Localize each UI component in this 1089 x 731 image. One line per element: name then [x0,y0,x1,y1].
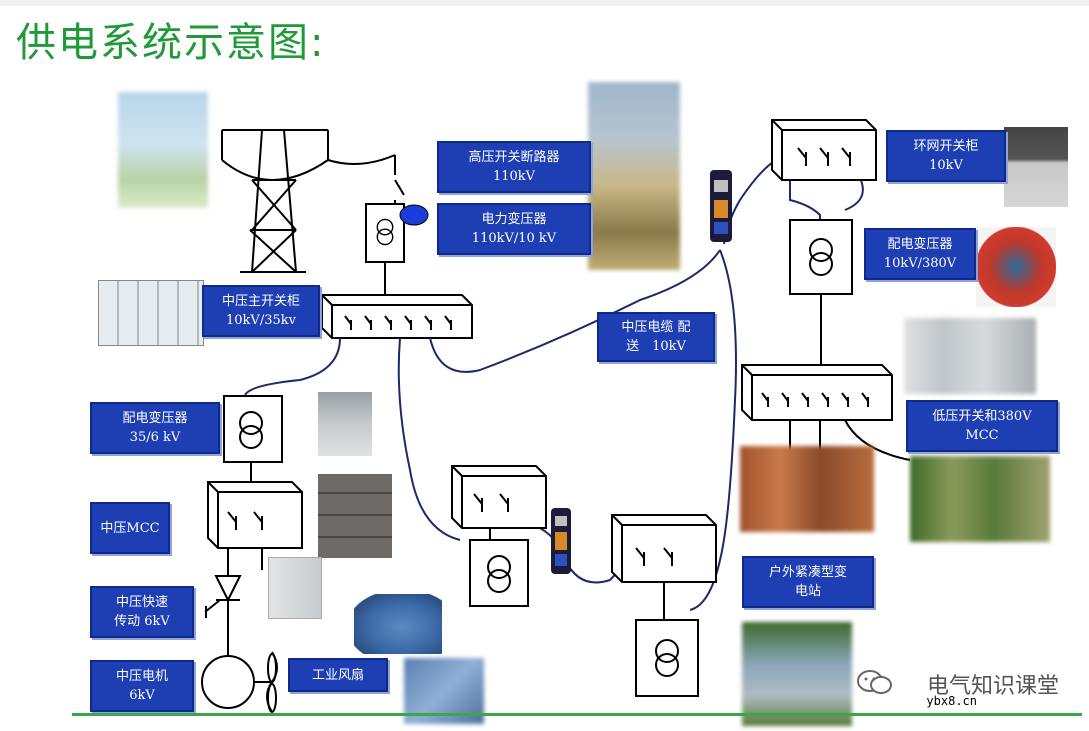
thyristor-symbol [204,575,242,660]
dist-transformer-35kv-symbol [223,395,283,482]
mv-motor-symbol [201,651,278,713]
cable-icon-bottom [551,508,571,574]
ring-main-unit [771,119,877,181]
motor-panel-photo-1 [740,446,874,532]
mcc-cabinet-photo [318,474,392,558]
center-transformer-symbol [469,539,529,607]
label-industrial-fan: 工业风扇 [288,658,388,692]
dist-transformer-380v-symbol [789,219,853,365]
tower-photo [118,92,208,208]
outdoor-substation-photo [742,622,852,726]
cable-icon-top [710,170,732,242]
motor-panel-photo-2 [910,456,1050,542]
label-mv-mcc: 中压MCC [90,502,170,554]
hv-breaker-photo [588,82,680,270]
lv-busbar [741,364,893,421]
watermark-text: 电气知识课堂 [926,674,1059,699]
outdoor-transformer-symbol [635,619,699,697]
center-switch-box [451,465,547,529]
wechat-icon [857,670,892,694]
mv-mcc-box [207,481,303,549]
transmission-tower [221,129,405,273]
ring-switch-photo [1004,127,1068,207]
site-url: ybx8.cn [926,694,977,708]
motor-photo [354,594,442,654]
top-bar [0,0,1089,6]
mv-busbar [321,294,473,339]
label-mv-cable: 中压电缆 配送 10kV [597,312,715,362]
hv-transformer-block [365,203,429,263]
dist-transformer-photo [976,227,1056,307]
small-transformer-photo [318,392,372,456]
label-outdoor-substation: 户外紧凑型变电站 [742,556,874,608]
diagram-title: 供电系统示意图: [16,20,326,66]
lv-switch-photo [904,318,1036,394]
drive-cabinet-photo [268,557,322,619]
label-mv-fast-drive: 中压快速传动 6kV [90,586,194,638]
ground-line [72,713,1082,716]
mv-switchgear-photo [98,280,204,346]
